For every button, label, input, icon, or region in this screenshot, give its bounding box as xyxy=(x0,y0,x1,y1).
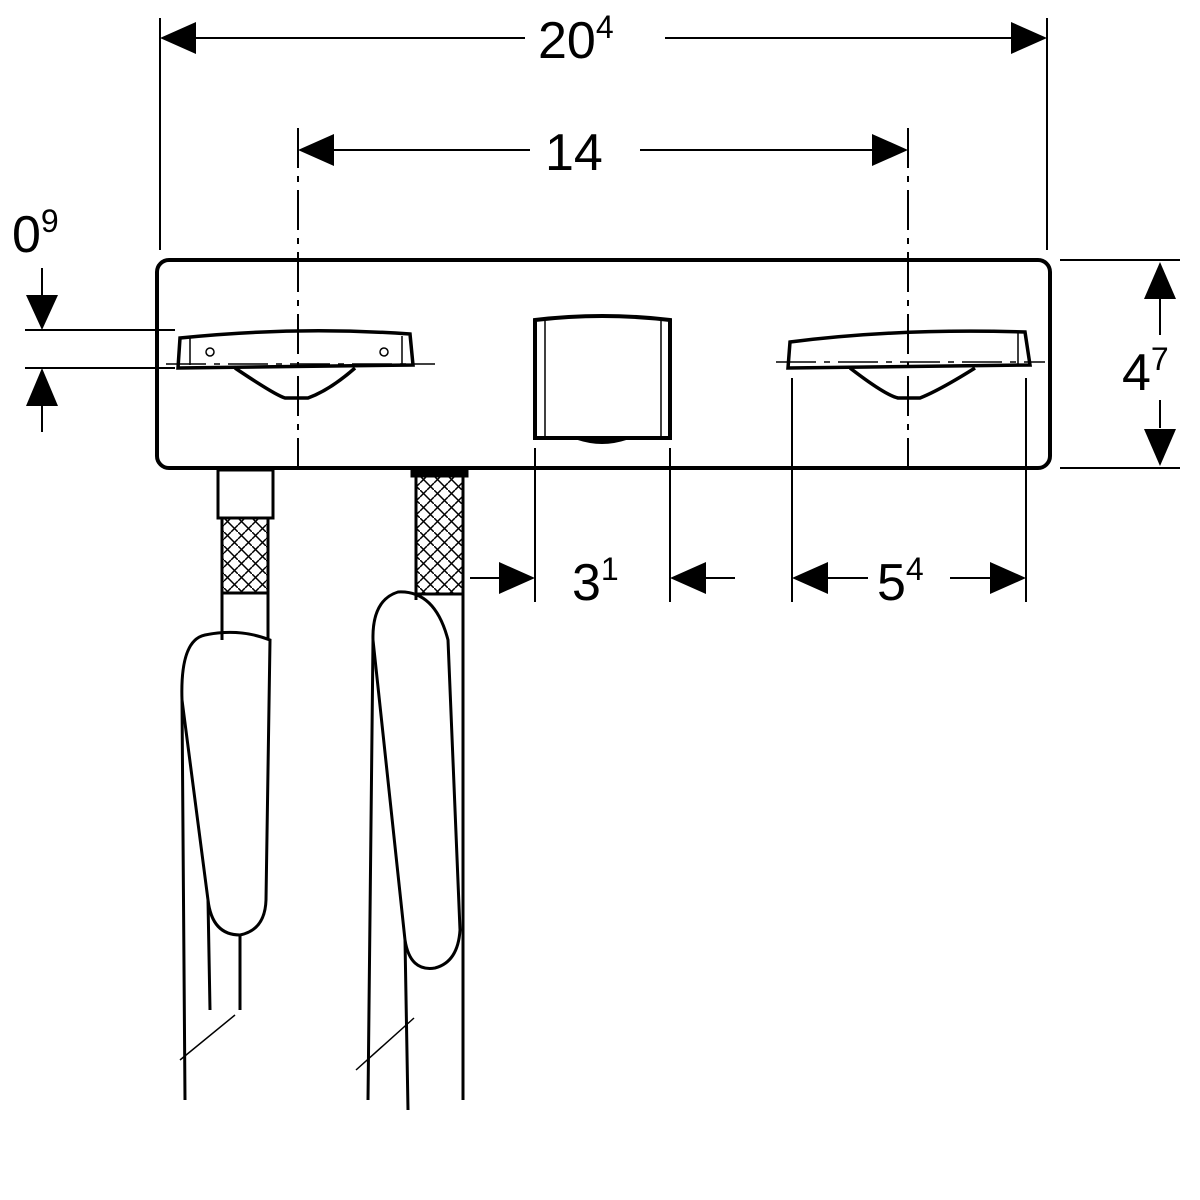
left-handle xyxy=(166,329,435,400)
dim-overall-width: 204 xyxy=(538,9,614,70)
dim-handle-offset: 09 xyxy=(12,203,59,264)
dimension-labels: 204 14 09 47 31 54 xyxy=(12,9,1169,612)
dimension-lines xyxy=(41,37,1161,579)
spout xyxy=(533,314,672,444)
dim-spout-width: 31 xyxy=(572,551,619,612)
wall-panel xyxy=(155,258,1052,470)
extension-lines xyxy=(25,18,1180,602)
right-handle xyxy=(776,329,1045,400)
dim-panel-height: 47 xyxy=(1122,341,1169,402)
dim-handle-spacing: 14 xyxy=(545,124,603,182)
dim-handle-width: 54 xyxy=(877,551,924,612)
hoses xyxy=(179,468,469,1111)
arrowheads xyxy=(26,22,1176,594)
